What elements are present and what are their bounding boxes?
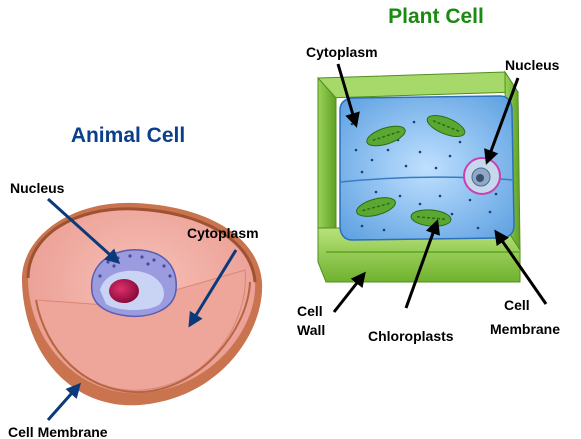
- animal-cell-title: Animal Cell: [71, 124, 185, 147]
- plant-nucleus: [464, 158, 500, 194]
- animal-cytoplasm-label: Cytoplasm: [187, 225, 259, 241]
- plant-cell-membrane-label-line2: Membrane: [490, 321, 560, 337]
- plant-nucleus-label: Nucleus: [505, 57, 560, 73]
- plant-cell: Plant Cell: [297, 5, 560, 344]
- plant-wall-left: [318, 78, 336, 248]
- nucleolus: [109, 279, 139, 303]
- animal-nucleus-label: Nucleus: [10, 180, 65, 196]
- animal-nucleus: [92, 250, 177, 316]
- plant-cell-membrane-label-line1: Cell: [504, 297, 530, 313]
- animal-cell-membrane-label: Cell Membrane: [8, 424, 108, 439]
- plant-cell-title: Plant Cell: [388, 5, 484, 28]
- plant-chloroplasts-label: Chloroplasts: [368, 328, 454, 344]
- plant-cell-wall-label-line2: Wall: [297, 322, 325, 338]
- animal-cell: Animal Cell Nucleus Cytoplasm Cell Me: [8, 124, 262, 439]
- animal-membrane-arrow: [48, 385, 79, 420]
- plant-cytoplasm-label: Cytoplasm: [306, 44, 378, 60]
- plant-cell-wall-label-line1: Cell: [297, 303, 323, 319]
